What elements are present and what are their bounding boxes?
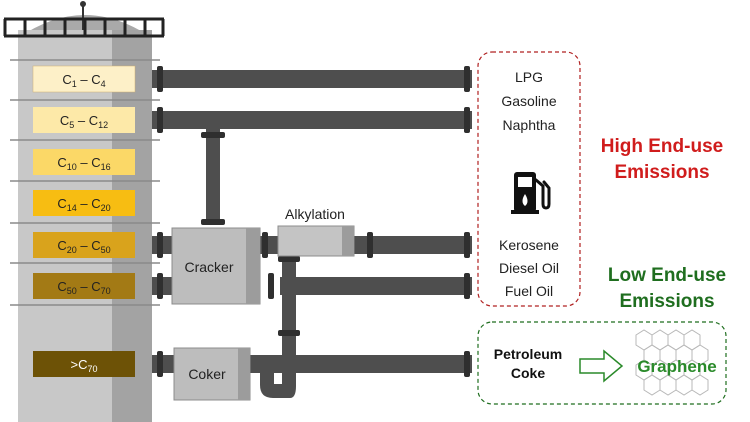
fraction-box: C5 – C12 — [33, 107, 135, 133]
product-gasoline: Gasoline — [501, 93, 556, 109]
low-emissions-label: Low End-use Emissions — [608, 265, 726, 312]
fraction-boxes: C1 – C4 C5 – C12 C10 – C16 C14 – C20 C20… — [32, 65, 136, 377]
product-box: LPG Gasoline Naphtha Kerosene Diesel Oil… — [477, 51, 581, 307]
right-arrow-icon — [579, 349, 624, 383]
fraction-swatch — [33, 232, 135, 258]
fraction-label: C — [57, 155, 66, 170]
high-emissions-line2: Emissions — [614, 162, 709, 183]
tower-railing — [3, 17, 165, 38]
fraction-box: C20 – C50 — [33, 232, 135, 258]
cracker-label: Cracker — [184, 259, 233, 275]
low-emissions-line2: Emissions — [619, 291, 714, 312]
fraction-swatch — [33, 351, 135, 377]
petroleum-label: Petroleum — [494, 346, 562, 362]
pipes — [152, 70, 472, 398]
fraction-swatch — [33, 273, 135, 299]
product-kerosene: Kerosene — [499, 237, 559, 253]
product-naphtha: Naphtha — [503, 117, 556, 133]
coker-label: Coker — [188, 366, 226, 382]
high-emissions-label: High End-use Emissions — [601, 136, 723, 183]
alkylation-unit: Alkylation — [277, 206, 355, 257]
fraction-box: C10 – C16 — [33, 149, 135, 175]
coke-label: Coke — [511, 365, 545, 381]
coke-graphene-box: Petroleum Coke Graphene — [477, 321, 727, 405]
svg-text:C50 – C70: C50 – C70 — [57, 279, 110, 296]
alkylation-label: Alkylation — [285, 206, 345, 222]
product-diesel-oil: Diesel Oil — [499, 260, 559, 276]
fraction-label: C — [57, 238, 66, 253]
fraction-box: C50 – C70 — [33, 273, 135, 299]
cracker-unit: Cracker — [171, 227, 261, 305]
low-emissions-line1: Low End-use — [608, 265, 726, 286]
fraction-box: >C70 — [33, 351, 135, 377]
fraction-box: C14 – C20 — [33, 190, 135, 216]
pipe-flanges — [157, 66, 470, 377]
fraction-swatch — [32, 65, 136, 93]
fraction-swatch — [33, 107, 135, 133]
fraction-label: > — [71, 357, 79, 372]
fraction-box: C1 – C4 — [32, 65, 136, 93]
svg-text:C14 – C20: C14 – C20 — [57, 196, 110, 213]
svg-text:C5 – C12: C5 – C12 — [60, 113, 108, 130]
coker-unit: Coker — [173, 347, 251, 401]
fraction-swatch — [33, 190, 135, 216]
graphene-label: Graphene — [637, 357, 716, 376]
svg-text:C1 – C4: C1 – C4 — [62, 72, 105, 89]
product-lpg: LPG — [515, 69, 543, 85]
fraction-label: C — [57, 279, 66, 294]
fraction-swatch — [33, 149, 135, 175]
fraction-label: C — [62, 72, 71, 87]
fraction-label: C — [60, 113, 69, 128]
product-fuel-oil: Fuel Oil — [505, 283, 553, 299]
svg-text:C10 – C16: C10 – C16 — [57, 155, 110, 172]
fraction-label: C — [57, 196, 66, 211]
svg-text:>C70: >C70 — [71, 357, 98, 374]
svg-text:C20 – C50: C20 – C50 — [57, 238, 110, 255]
fuel-pump-icon — [511, 172, 551, 214]
high-emissions-line1: High End-use — [601, 136, 723, 157]
tower-trays — [10, 59, 160, 306]
graphene-lattice-icon — [635, 329, 709, 396]
